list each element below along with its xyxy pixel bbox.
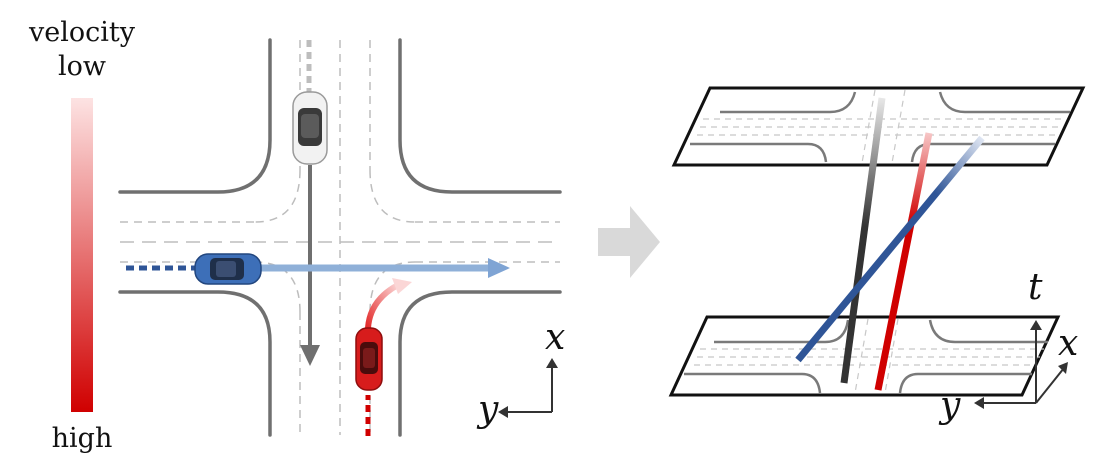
car-red-icon: [355, 327, 383, 391]
gray-trajectory-arrowhead: [300, 345, 320, 366]
intersection-map: [118, 38, 562, 437]
left-axis-x-label: x: [545, 317, 566, 358]
time-plane-bottom: [668, 315, 1061, 397]
right-axis-t-label: t: [1028, 267, 1043, 308]
car-gray-icon: [292, 91, 328, 165]
legend-high-label: high: [51, 423, 113, 454]
car-blue-icon: [194, 253, 262, 285]
right-axis-x-label: x: [1058, 323, 1079, 364]
left-axis-y-label: y: [478, 389, 499, 430]
velocity-legend-bar: [71, 98, 93, 412]
gray-vehicle-spacetime-line: [840, 97, 886, 384]
red-vehicle-spacetime-line: [874, 132, 933, 391]
legend-low-label: low: [57, 51, 106, 82]
left-axis-indicator: [506, 366, 553, 413]
right-axis-y-label: y: [940, 385, 961, 426]
blue-trajectory-arrowhead: [488, 258, 510, 278]
right-arrow-icon: [598, 206, 660, 278]
blue-vehicle-spacetime-line: [795, 135, 985, 363]
legend-title: velocity: [29, 17, 135, 48]
spacetime-diagram: [668, 86, 1086, 397]
right-axis-indicator: [982, 328, 1065, 404]
